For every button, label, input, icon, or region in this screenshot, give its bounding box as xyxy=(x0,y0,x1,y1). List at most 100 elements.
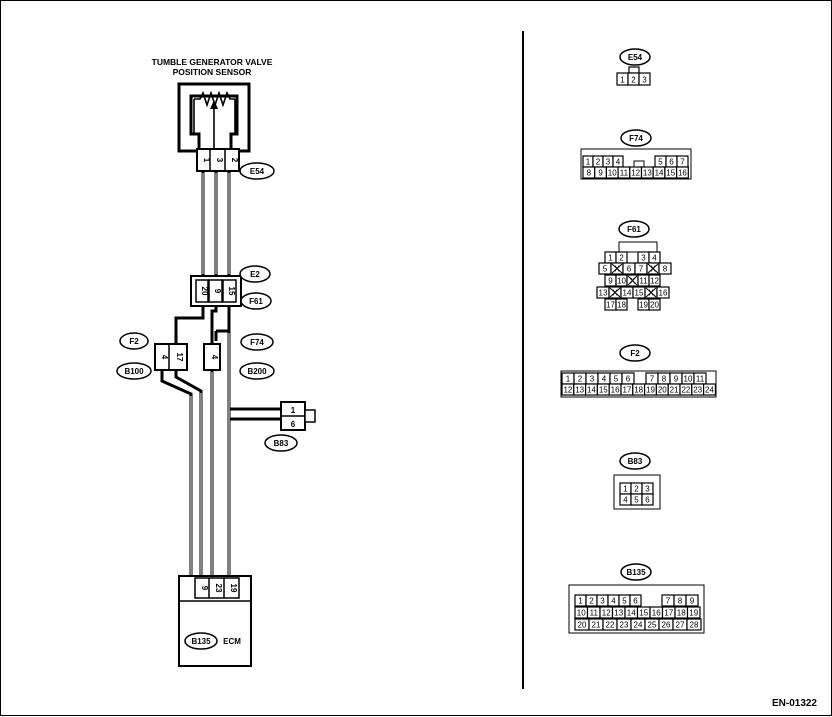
f2-pin: 8 xyxy=(662,375,667,384)
f61-cell xyxy=(656,286,670,299)
b83-cell xyxy=(641,493,654,506)
b135-pin: 2 xyxy=(589,597,594,606)
b135-cell xyxy=(686,618,702,631)
b135-pin: 13 xyxy=(614,609,623,618)
e2-label: E2 xyxy=(250,270,260,279)
e2-label-ellipse xyxy=(239,265,271,283)
e2-f61-junction: 20 9 15 xyxy=(190,275,242,307)
f74-pin: 12 xyxy=(631,169,640,178)
f61-pin: 11 xyxy=(639,277,648,286)
e54-pin: 3 xyxy=(215,158,224,163)
b83-pin: 1 xyxy=(623,485,628,494)
e54-label: E54 xyxy=(250,167,265,176)
figure-code: EN-01322 xyxy=(771,698,817,709)
f74-pin: 3 xyxy=(606,158,611,167)
b83-pin: 1 xyxy=(291,406,296,415)
f2-pin: 14 xyxy=(587,386,596,395)
f74-pin: 4 xyxy=(616,158,621,167)
b100-label: B100 xyxy=(124,367,144,376)
f61-pin: 9 xyxy=(608,277,613,286)
e54-face-label: E54 xyxy=(628,53,643,62)
f2-pin: 13 xyxy=(575,386,584,395)
f61-pin: 19 xyxy=(639,301,648,310)
f2-face-ellipse xyxy=(619,344,651,362)
f74-pin: 13 xyxy=(643,169,652,178)
f74-pin: 9 xyxy=(598,169,603,178)
b135-cell xyxy=(686,606,701,619)
b135-pin: 6 xyxy=(633,597,638,606)
ecm-pin: 9 xyxy=(200,586,209,591)
f2-pin: 23 xyxy=(693,386,702,395)
e54-pin: 2 xyxy=(230,158,239,163)
b83-pin: 6 xyxy=(291,420,296,429)
b83-pin: 5 xyxy=(634,496,639,505)
b135-pin: 12 xyxy=(602,609,611,618)
f2-pin: 19 xyxy=(646,386,655,395)
f74-pin: 10 xyxy=(608,169,617,178)
f74-pin: 6 xyxy=(669,158,674,167)
f74-face-ellipse xyxy=(620,129,652,147)
f61-pin: 18 xyxy=(617,301,626,310)
f2-pin: 17 xyxy=(622,386,631,395)
b135-pin: 19 xyxy=(689,609,698,618)
b135-face-label: B135 xyxy=(626,568,646,577)
ecm-module: 9 23 19 xyxy=(178,575,252,667)
b135-pin: 3 xyxy=(600,597,605,606)
f61-pin: 10 xyxy=(617,277,626,286)
sensor-title-line2: POSITION SENSOR xyxy=(173,67,252,77)
f2-pin: 9 xyxy=(674,375,679,384)
f74-pin: 2 xyxy=(596,158,601,167)
f2-pin: 2 xyxy=(578,375,583,384)
b135-pin: 26 xyxy=(662,621,671,630)
e54-cell xyxy=(638,72,651,86)
f2-b100-junction: 4 17 xyxy=(154,343,188,371)
f61-pin: 20 xyxy=(650,301,659,310)
f74-pin: 7 xyxy=(680,158,685,167)
f2-pin: 17 xyxy=(175,353,184,362)
f2-pin: 20 xyxy=(658,386,667,395)
b135-face-ellipse xyxy=(620,563,652,581)
f2-pin: 4 xyxy=(602,375,607,384)
f2-pin: 5 xyxy=(614,375,619,384)
f74-face-label: F74 xyxy=(629,134,643,143)
b135-pin: 23 xyxy=(620,621,629,630)
e54-face-ellipse xyxy=(619,48,651,66)
f2-pin: 1 xyxy=(566,375,571,384)
b135-label-ellipse xyxy=(184,632,218,650)
b135-label: B135 xyxy=(191,637,211,646)
b135-pin: 15 xyxy=(639,609,648,618)
f61-pin: 15 xyxy=(635,289,644,298)
b83-pin: 2 xyxy=(634,485,639,494)
b83-pin: 3 xyxy=(645,485,650,494)
f61-face-label: F61 xyxy=(627,225,641,234)
f2-pin: 15 xyxy=(599,386,608,395)
b135-pin: 10 xyxy=(577,609,586,618)
b83-pin: 4 xyxy=(623,496,628,505)
ecm-label: ECM xyxy=(223,637,241,646)
f2-pin: 3 xyxy=(590,375,595,384)
b135-pin: 8 xyxy=(678,597,683,606)
f61-pin: 2 xyxy=(619,254,624,263)
f61-cell xyxy=(648,274,661,287)
b83-connector: 1 6 xyxy=(280,401,316,431)
f2-pin: 16 xyxy=(611,386,620,395)
b135-pin: 28 xyxy=(690,621,699,630)
f74-b200-junction: 4 xyxy=(203,343,221,371)
f2-pin: 4 xyxy=(160,355,169,360)
b135-pin: 16 xyxy=(652,609,661,618)
e54-pin: 1 xyxy=(202,158,211,163)
f2-label-ellipse xyxy=(119,332,149,350)
f61-pin: 1 xyxy=(608,254,613,263)
f61-label-ellipse xyxy=(240,292,272,310)
f61-pin: 8 xyxy=(663,265,668,274)
e54-connector: 1 3 2 xyxy=(196,148,240,172)
f2-pin: 21 xyxy=(670,386,679,395)
f74-pin: 15 xyxy=(666,169,675,178)
b135-pin: 27 xyxy=(676,621,685,630)
f61-pin: 14 xyxy=(623,289,632,298)
f61-pin: 6 xyxy=(627,265,632,274)
f61-pin: 12 xyxy=(650,277,659,286)
f74-pin: 4 xyxy=(210,355,219,360)
